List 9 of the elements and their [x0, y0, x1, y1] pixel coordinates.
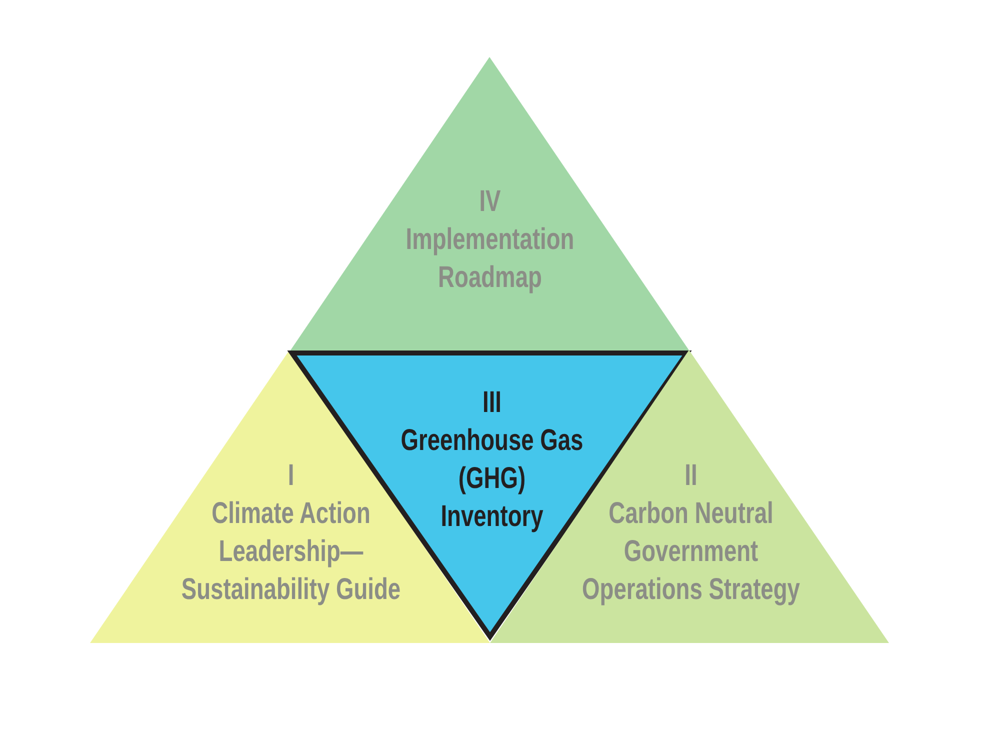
section-title: Implementation Roadmap [406, 222, 574, 296]
section-numeral: IV [479, 184, 501, 220]
section-title: Greenhouse Gas (GHG) Inventory [400, 423, 584, 535]
section-numeral: III [482, 385, 502, 421]
section-title: Carbon Neutral Government Operations Strategy [582, 496, 800, 608]
section-numeral: II [684, 458, 698, 494]
triangle-segment [290, 57, 689, 351]
section-title: Climate Action Leadership— Sustainability Guide [181, 496, 401, 608]
section-numeral: I [288, 458, 294, 494]
